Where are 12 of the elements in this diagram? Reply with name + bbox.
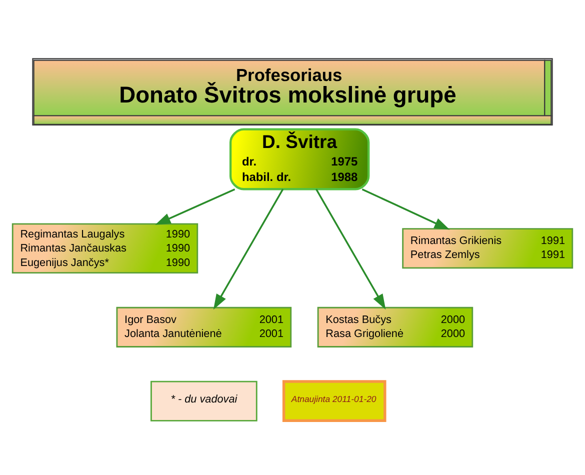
- arrow: [315, 188, 386, 310]
- node-box: Rimantas Grikienis 1991 Petras Zemlys 1991: [402, 228, 574, 269]
- arrow: [155, 188, 236, 225]
- arrow: [213, 188, 284, 310]
- arrow: [362, 188, 450, 230]
- node-box: Atnaujinta 2011-01-20: [282, 380, 386, 422]
- diagram-title: Profesoriaus Donato Švitros mokslinė grupė: [119, 64, 456, 108]
- node-box: Igor Basov 2001 Jolanta Janutėnienė 2001: [116, 306, 292, 348]
- node-box: Kostas Bučys 2000 Rasa Grigolienė 2000: [317, 306, 474, 348]
- node-box: * - du vadovai: [150, 380, 258, 422]
- node-box: D. Švitra dr. 1975 habil. dr. 1988: [229, 128, 370, 190]
- node-box: Regimantas Laugalys 1990 Rimantas Jančauskas 1990 Eugenijus Jančys* 1990: [12, 223, 198, 274]
